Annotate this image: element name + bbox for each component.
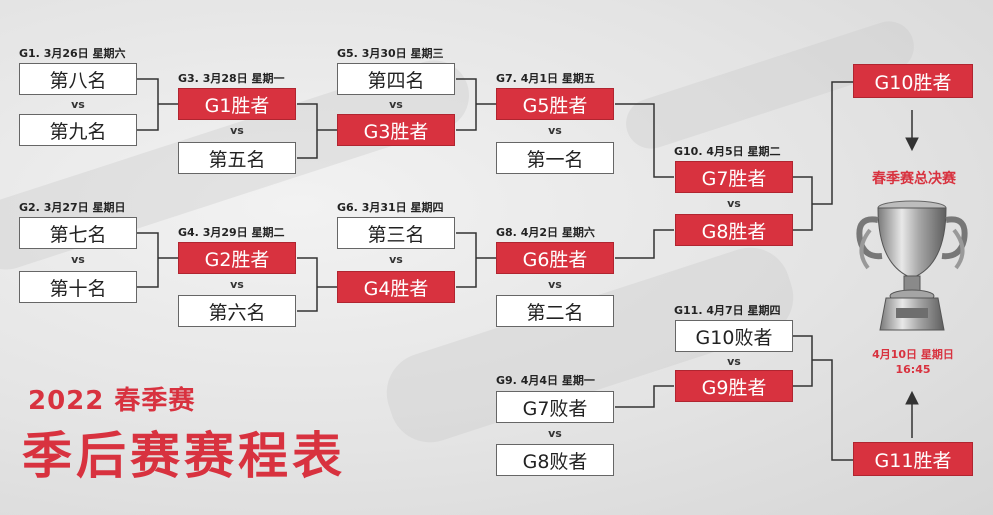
g11-top-slot: G10败者 — [675, 320, 793, 352]
g6-vs: vs — [389, 253, 403, 266]
g2-vs: vs — [71, 253, 85, 266]
g10-vs: vs — [727, 197, 741, 210]
final-datetime: 4月10日 星期日 16:45 — [858, 347, 968, 377]
g4-top-slot: G2胜者 — [178, 242, 296, 274]
g2-bottom-slot: 第十名 — [19, 271, 137, 303]
g5-bottom-slot: G3胜者 — [337, 114, 455, 146]
g4-label: G4. 3月29日 星期二 — [178, 226, 285, 239]
g1-bottom-slot: 第九名 — [19, 114, 137, 146]
g7-vs: vs — [548, 124, 562, 137]
g9-bottom-slot: G8败者 — [496, 444, 614, 476]
g5-label: G5. 3月30日 星期三 — [337, 47, 444, 60]
g3-bottom-slot: 第五名 — [178, 142, 296, 174]
g5-vs: vs — [389, 98, 403, 111]
g6-bottom-slot: G4胜者 — [337, 271, 455, 303]
g1-vs: vs — [71, 98, 85, 111]
final-title: 春季赛总决赛 — [872, 171, 956, 187]
g10-label: G10. 4月5日 星期二 — [674, 145, 781, 158]
page-title: 季后赛赛程表 — [22, 427, 346, 485]
g3-label: G3. 3月28日 星期一 — [178, 72, 285, 85]
g9-vs: vs — [548, 427, 562, 440]
g8-vs: vs — [548, 278, 562, 291]
g2-top-slot: 第七名 — [19, 217, 137, 249]
g7-label: G7. 4月1日 星期五 — [496, 72, 595, 85]
final-date: 4月10日 星期日 — [872, 348, 954, 361]
g7-bottom-slot: 第一名 — [496, 142, 614, 174]
g11-label: G11. 4月7日 星期四 — [674, 304, 781, 317]
final-bottom-slot: G11胜者 — [853, 442, 973, 476]
g10-top-slot: G7胜者 — [675, 161, 793, 193]
g5-top-slot: 第四名 — [337, 63, 455, 95]
g9-label: G9. 4月4日 星期一 — [496, 374, 595, 387]
g10-bottom-slot: G8胜者 — [675, 214, 793, 246]
g11-bottom-slot: G9胜者 — [675, 370, 793, 402]
g8-bottom-slot: 第二名 — [496, 295, 614, 327]
g3-vs: vs — [230, 124, 244, 137]
g4-bottom-slot: 第六名 — [178, 295, 296, 327]
g1-top-slot: 第八名 — [19, 63, 137, 95]
g2-label: G2. 3月27日 星期日 — [19, 201, 126, 214]
g11-vs: vs — [727, 355, 741, 368]
g4-vs: vs — [230, 278, 244, 291]
g9-top-slot: G7败者 — [496, 391, 614, 423]
trophy-icon — [856, 200, 968, 331]
g6-label: G6. 3月31日 星期四 — [337, 201, 444, 214]
g3-top-slot: G1胜者 — [178, 88, 296, 120]
g7-top-slot: G5胜者 — [496, 88, 614, 120]
final-top-slot: G10胜者 — [853, 64, 973, 98]
season-title: 2022 春季赛 — [28, 386, 196, 416]
g1-label: G1. 3月26日 星期六 — [19, 47, 126, 60]
g8-label: G8. 4月2日 星期六 — [496, 226, 595, 239]
final-time: 16:45 — [895, 363, 931, 376]
g6-top-slot: 第三名 — [337, 217, 455, 249]
g8-top-slot: G6胜者 — [496, 242, 614, 274]
